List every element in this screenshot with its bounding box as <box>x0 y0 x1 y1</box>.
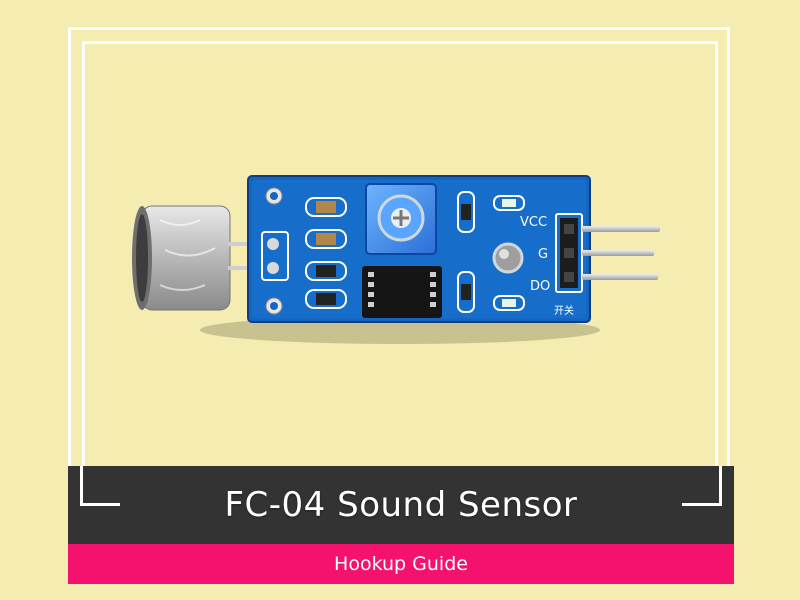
page-title: FC-04 Sound Sensor <box>224 485 578 525</box>
frame-corner-left <box>80 466 120 506</box>
pcb-board: VCC G DO 开关 <box>247 175 591 323</box>
bottom-label: 开关 <box>554 304 574 317</box>
title-banner: FC-04 Sound Sensor <box>68 466 734 544</box>
do-label: DO <box>530 279 550 294</box>
frame-corner-right <box>682 466 722 506</box>
page-subtitle: Hookup Guide <box>334 553 468 575</box>
subtitle-banner: Hookup Guide <box>68 544 734 584</box>
header-pins <box>582 226 660 280</box>
inner-frame <box>82 41 718 506</box>
gnd-label: G <box>538 247 548 262</box>
vcc-label: VCC <box>520 215 547 230</box>
